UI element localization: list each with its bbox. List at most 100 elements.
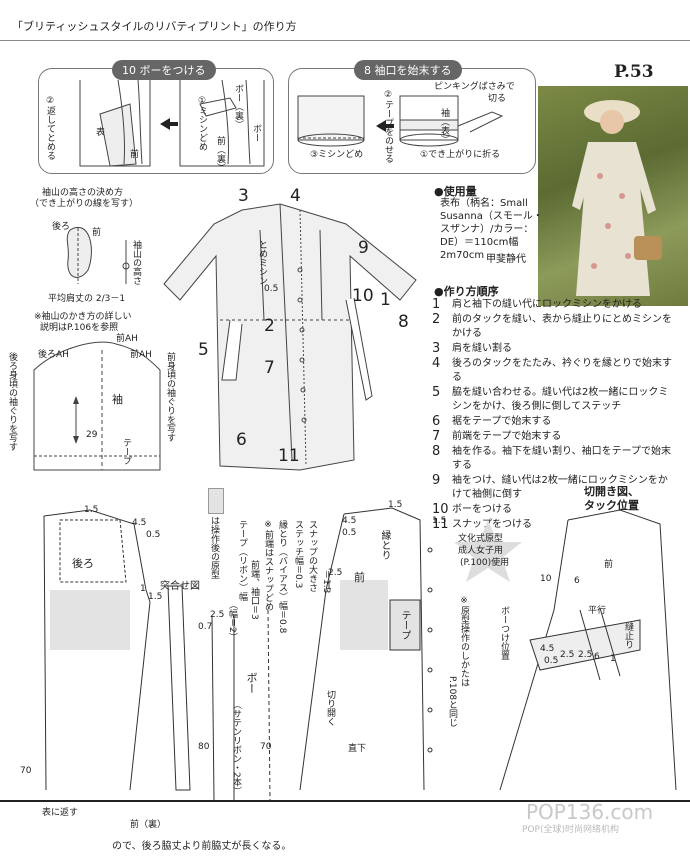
note-col2b: 前端、袖口＝3 <box>249 560 259 620</box>
right-diagram-n6: 1 <box>610 654 616 664</box>
match-v3: 80 <box>198 742 210 752</box>
front-panel-cut: 切り開く <box>325 690 335 726</box>
sleeve-note-1: ※袖山のかき方の詳しい <box>34 312 132 322</box>
step8-label-tape: ②テープをのせる <box>383 90 393 163</box>
step10-label-front: 前 <box>130 150 140 160</box>
step-number: 1 <box>432 297 441 312</box>
watermark-main: POP136.com <box>526 800 654 824</box>
sleeve-cap-height: 袖山の高さ <box>131 240 141 285</box>
sleeve-height-back: 後ろ <box>52 222 71 232</box>
step8-illustration <box>297 95 504 147</box>
garment-num-10: 10 <box>352 286 374 306</box>
note-col1: は操作後の原型 <box>209 516 219 579</box>
step-number: 5 <box>432 385 441 400</box>
front-panel-v2: 4.5 <box>342 516 357 526</box>
sleeve-formula: 平均肩丈の 2/3－1 <box>48 294 125 305</box>
step-item: 9 袖をつけ、縫い代は2枚一緒にロックミシンをかけて袖側に倒す <box>432 474 682 502</box>
garment-num-7: 7 <box>264 358 275 378</box>
pattern-drafts <box>43 507 677 801</box>
right-diagram-n5: 6 <box>594 652 600 662</box>
right-diagram-v2: 6 <box>574 576 580 586</box>
materials-text: 表布（柄名：Small Susanna（スモール・スザンナ）/カラー：DE）＝1… <box>440 198 543 261</box>
footer-side-1: 表に返す <box>42 808 79 818</box>
right-diagram-n4: 2.5 <box>578 650 593 660</box>
sleeve-height-subtitle: （でき上がりの線を写す） <box>30 199 139 209</box>
step-number: 11 <box>432 517 449 532</box>
sleeve-back-note: 後ろ身頃の袖ぐりを写す <box>7 352 17 451</box>
step-text: 肩を縫い割る <box>452 343 512 354</box>
sleeve-height-title: 袖山の高さの決め方 <box>42 188 124 198</box>
sleeve-length: 29 <box>86 430 98 440</box>
match-v2: 0.7 <box>198 622 213 632</box>
front-panel-straight: 直下 <box>348 744 367 754</box>
right-diagram-title-1: 切開き図、 <box>584 485 639 498</box>
footer-text: ので、後ろ脇丈より前脇丈が長くなる。 <box>112 841 292 852</box>
step-text: 肩と袖下の縫い代にロックミシンをかける <box>452 299 642 310</box>
ref-note-b: P.108と同じ <box>447 676 457 728</box>
right-diagram-stop: 縫止り <box>623 622 633 649</box>
back-panel-v1: 1.5 <box>84 505 99 515</box>
right-diagram-v1: 10 <box>540 574 552 584</box>
step-text: ボーをつける <box>452 504 512 515</box>
note-col2a: テープ（リボン）幅 <box>237 520 247 601</box>
garment-num-3: 3 <box>238 186 249 206</box>
garment-num-5: 5 <box>198 340 209 360</box>
pattern-badge-star <box>454 520 522 582</box>
model-photo <box>538 86 688 306</box>
note-col4b: ステッチ幅＝0.3 <box>293 520 303 589</box>
footer-strip <box>0 800 690 858</box>
note-col3b: 縁とり（バイアス）幅＝0.8 <box>277 520 287 634</box>
step-number: 9 <box>432 473 441 488</box>
page-number: P.53 <box>614 62 654 82</box>
step-text: スナップをつける <box>452 519 532 530</box>
garment-num-2: 2 <box>264 316 275 336</box>
formula-text: 平均肩丈の <box>48 294 94 304</box>
match-label: 突合せ図 <box>160 581 200 592</box>
right-diagram-n1: 4.5 <box>540 644 555 654</box>
step-number: 8 <box>432 444 441 459</box>
step-text: 前のタックを縫い、表から縫止りにとめミシンをかける <box>452 314 672 339</box>
step10-illustration <box>79 79 265 167</box>
step-text: 後ろのタックをたたみ、衿ぐりを縁とりで始末する <box>452 358 672 383</box>
step10-label-bow: ボー <box>251 124 261 142</box>
materials-author: 甲斐静代 <box>486 254 526 265</box>
match-v1: 2.5 <box>210 610 225 620</box>
note-col4c: ＝1.3 <box>321 570 331 594</box>
sleeve-tape: テープ <box>121 438 131 465</box>
front-panel-v7: 1.5 <box>432 516 447 526</box>
model-figure <box>572 100 662 296</box>
back-panel-v2: 4.5 <box>132 518 147 528</box>
bow-label: ボー <box>245 672 258 694</box>
step10-label-turn: ②返してとめる <box>45 96 55 160</box>
back-panel-v3: 0.5 <box>146 530 161 540</box>
sleeve-pattern <box>33 341 161 471</box>
back-panel-v6: 70 <box>20 766 32 776</box>
step-item: 1 肩と袖下の縫い代にロックミシンをかける <box>432 298 682 312</box>
front-panel-v1: 1.5 <box>388 500 403 510</box>
sleeve-height-diagram <box>66 227 130 284</box>
step-text: 袖をつけ、縫い代は2枚一緒にロックミシンをかけて袖側に倒す <box>452 475 668 500</box>
sleeve-back-ah: 後ろAH <box>38 350 69 360</box>
note-col3a: ※前端はスナップどめ <box>263 520 273 611</box>
step-number: 4 <box>432 356 441 371</box>
badge-l1: 文化式原型 <box>458 534 504 544</box>
front-panel-v6: 70 <box>260 742 272 752</box>
step10-label-face: 表 <box>96 128 106 138</box>
garment-num-4: 4 <box>290 186 301 206</box>
front-panel-v3: 0.5 <box>342 528 357 538</box>
sleeve-front-note: 前身頃の袖ぐりを写す <box>165 352 175 442</box>
step-number: 6 <box>432 414 441 429</box>
right-diagram-title-2: タック位置 <box>584 499 639 512</box>
garment-num-11: 11 <box>278 446 300 466</box>
right-diagram-front: 前 <box>604 560 614 570</box>
right-diagram-n2: 2.5 <box>560 650 575 660</box>
step-number: 7 <box>432 429 441 444</box>
